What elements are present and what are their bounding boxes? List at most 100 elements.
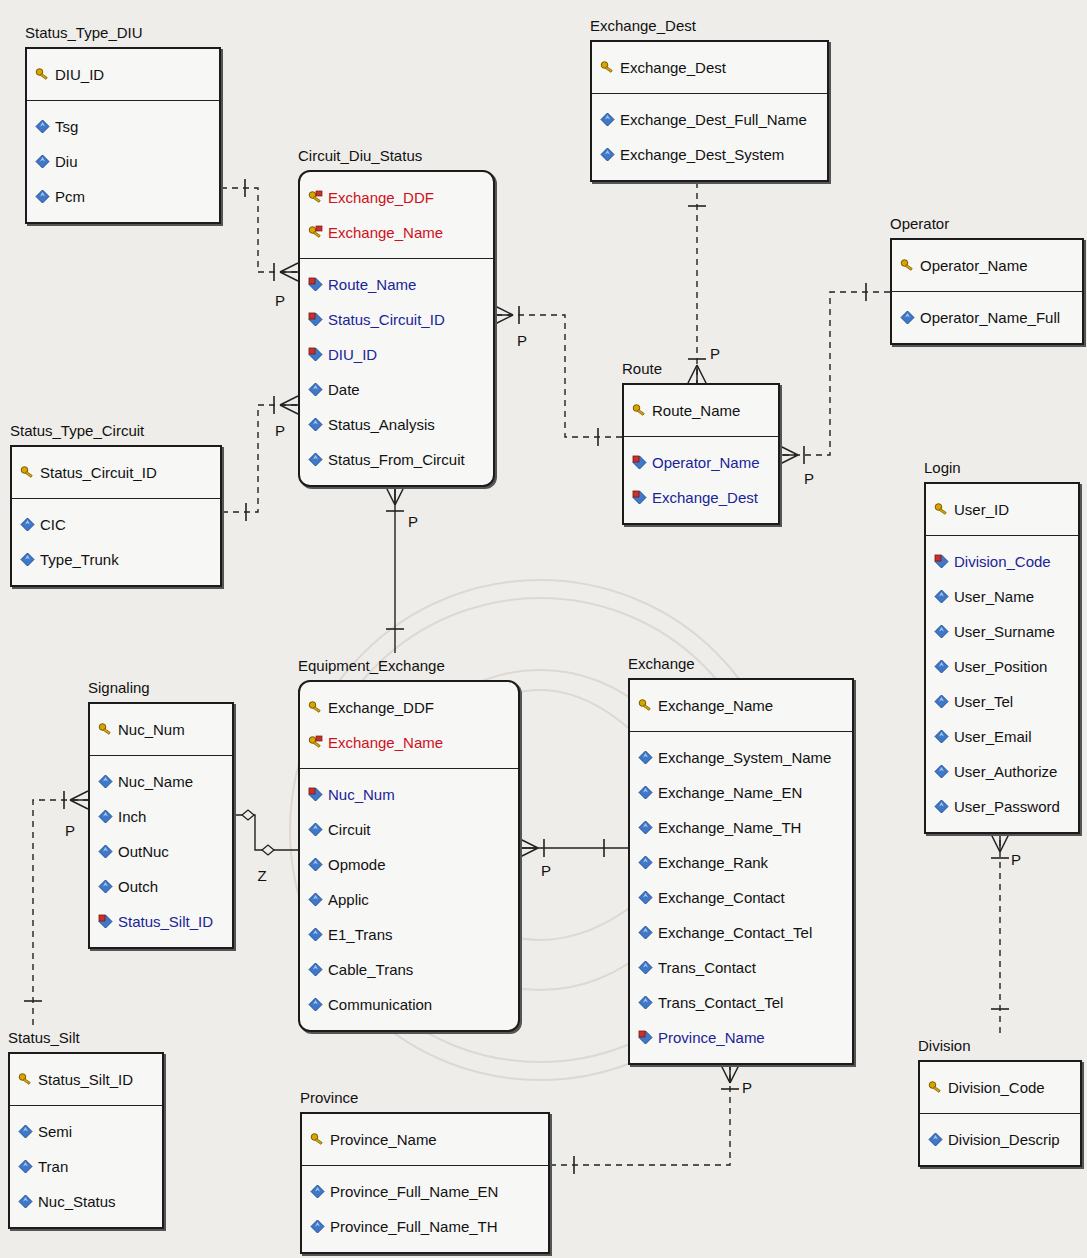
one-bar	[245, 503, 247, 521]
entity-name: Status_Silt	[8, 1029, 80, 1046]
attribute-section: Division_Descrip	[920, 1114, 1080, 1165]
entity-name: Province	[300, 1089, 358, 1106]
field-name: Nuc_Num	[118, 721, 185, 738]
entity-name: Circuit_Diu_Status	[298, 147, 422, 164]
field-row: Tsg	[27, 109, 219, 144]
entity-box: Status_Type_DIUDIU_IDTsgDiuPcm	[25, 47, 221, 224]
field-row: Exchange_Contact	[630, 880, 852, 915]
field-row: Exchange_Dest_Full_Name	[592, 102, 827, 137]
relationship-path	[696, 182, 697, 383]
relationship-path	[780, 292, 890, 455]
optional-diamond	[262, 845, 274, 855]
field-row: Exchange_Contact_Tel	[630, 915, 852, 950]
attribute-icon	[928, 1132, 943, 1147]
key-section: Division_Code	[920, 1062, 1080, 1114]
one-bar	[597, 428, 599, 446]
attribute-section: Operator_NameExchange_Dest	[624, 437, 778, 523]
key-icon	[308, 190, 323, 205]
field-row: User_Password	[926, 789, 1078, 824]
foreign-key-icon	[638, 1030, 653, 1045]
field-name: Exchange_Dest_Full_Name	[620, 111, 807, 128]
one-bar	[721, 1088, 739, 1090]
entity-name: Status_Type_Circuit	[10, 422, 144, 439]
relationship-line	[222, 396, 298, 521]
field-row: Route_Name	[624, 393, 778, 428]
field-name: Operator_Name	[920, 257, 1028, 274]
relationship-path	[222, 405, 298, 512]
one-bar	[24, 1000, 42, 1002]
key-section: Province_Name	[302, 1114, 548, 1166]
relationship-line	[24, 791, 88, 1025]
relationship-label: P	[515, 332, 529, 349]
field-name: Exchange_Name_TH	[658, 819, 801, 836]
crows-foot	[721, 1065, 730, 1083]
field-row: E1_Trans	[300, 917, 518, 952]
crows-foot	[280, 405, 298, 414]
entity-box: DivisionDivision_CodeDivision_Descrip	[918, 1060, 1082, 1167]
one-bar	[865, 283, 867, 301]
crows-foot	[395, 487, 404, 505]
crows-foot	[697, 365, 706, 383]
key-section: User_ID	[926, 484, 1078, 536]
field-name: Trans_Contact_Tel	[658, 994, 783, 1011]
attribute-icon	[308, 417, 323, 432]
field-row: Tran	[10, 1149, 162, 1184]
attribute-icon	[638, 995, 653, 1010]
attribute-icon	[600, 147, 615, 162]
entity-box: OperatorOperator_NameOperator_Name_Full	[890, 238, 1084, 345]
key-section: Exchange_Name	[630, 680, 852, 732]
entity-name: Login	[924, 459, 961, 476]
field-name: Nuc_Num	[328, 786, 395, 803]
field-name: User_Surname	[954, 623, 1055, 640]
field-name: User_Email	[954, 728, 1032, 745]
field-row: Nuc_Status	[10, 1184, 162, 1219]
field-row: Outch	[90, 869, 232, 904]
foreign-key-icon	[308, 347, 323, 362]
relationship-path	[999, 834, 1000, 1033]
key-icon	[20, 465, 35, 480]
key-icon	[98, 722, 113, 737]
relationship-path	[221, 188, 298, 272]
relationship-line	[495, 306, 622, 446]
one-bar	[603, 839, 605, 857]
foreign-key-icon	[308, 277, 323, 292]
relationship-line	[221, 179, 298, 281]
one-bar	[688, 205, 706, 207]
foreign-key-icon	[308, 312, 323, 327]
crows-foot	[70, 800, 88, 809]
key-section: Status_Silt_ID	[10, 1054, 162, 1106]
attribute-icon	[638, 820, 653, 835]
attribute-icon	[35, 189, 50, 204]
field-row: OutNuc	[90, 834, 232, 869]
field-name: DIU_ID	[55, 66, 104, 83]
field-name: Opmode	[328, 856, 386, 873]
crows-foot	[495, 306, 513, 315]
field-row: Exchange_Name	[300, 725, 518, 760]
field-row: DIU_ID	[300, 337, 493, 372]
crows-foot	[280, 272, 298, 281]
attribute-icon	[638, 890, 653, 905]
field-name: Nuc_Status	[38, 1193, 116, 1210]
attribute-section: Division_CodeUser_NameUser_SurnameUser_P…	[926, 536, 1078, 832]
field-row: Trans_Contact	[630, 950, 852, 985]
field-row: Province_Name	[302, 1122, 548, 1157]
field-name: Exchange_DDF	[328, 189, 434, 206]
field-row: Exchange_Name_EN	[630, 775, 852, 810]
crows-foot	[520, 848, 538, 857]
field-row: Nuc_Num	[300, 777, 518, 812]
field-row: Exchange_Dest	[624, 480, 778, 515]
field-row: DIU_ID	[27, 57, 219, 92]
key-icon	[600, 60, 615, 75]
attribute-section: Nuc_NameInchOutNucOutchStatus_Silt_ID	[90, 756, 232, 947]
field-row: Semi	[10, 1114, 162, 1149]
key-icon	[638, 698, 653, 713]
field-name: E1_Trans	[328, 926, 392, 943]
entity-name: Exchange_Dest	[590, 17, 696, 34]
field-name: Exchange_Dest	[620, 59, 726, 76]
field-name: Province_Full_Name_EN	[330, 1183, 498, 1200]
field-row: User_Email	[926, 719, 1078, 754]
field-name: Circuit	[328, 821, 371, 838]
field-name: Cable_Trans	[328, 961, 413, 978]
entity-name: Route	[622, 360, 662, 377]
field-row: User_ID	[926, 492, 1078, 527]
